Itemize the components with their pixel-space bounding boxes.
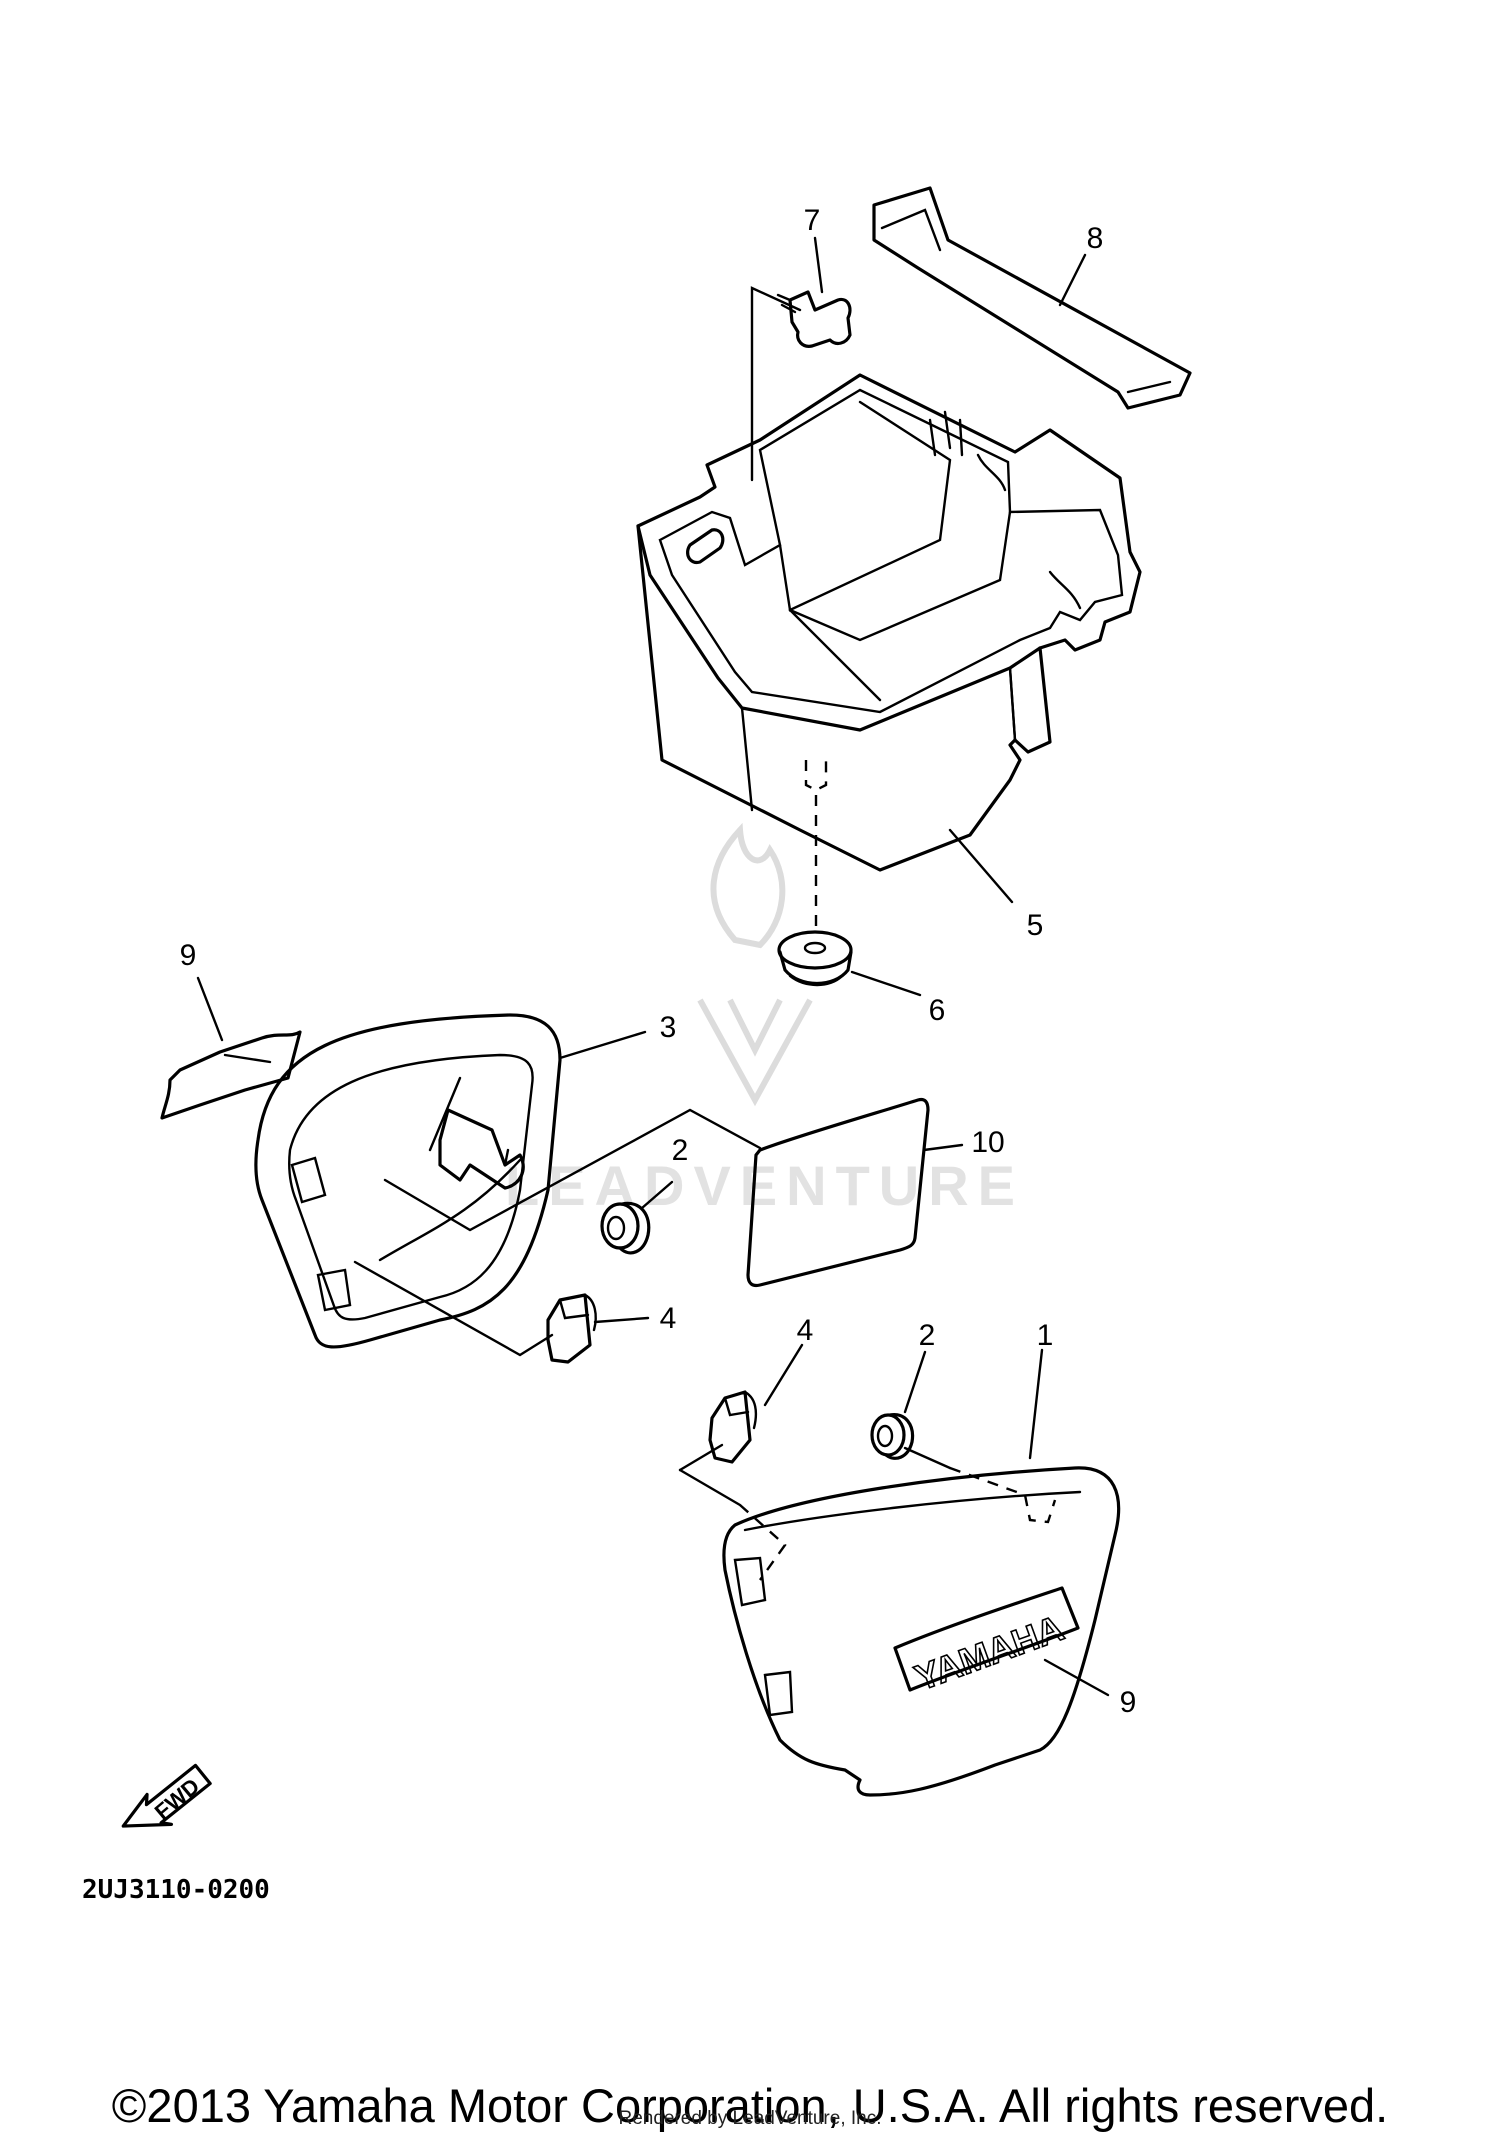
callout-2-upper: 2 bbox=[672, 1134, 689, 1167]
rendered-by-notice: Rendered by LeadVenture, Inc. bbox=[618, 2108, 882, 2129]
callout-4-upper: 4 bbox=[660, 1302, 677, 1335]
grommet-upper[interactable] bbox=[600, 1201, 651, 1255]
clip-lower-leader-line bbox=[678, 1443, 724, 1472]
battery-box[interactable] bbox=[636, 373, 1142, 872]
grommet-lower-leader-line bbox=[903, 1446, 952, 1470]
battery-band[interactable] bbox=[872, 186, 1192, 410]
callout-2-lower: 2 bbox=[919, 1319, 936, 1352]
clip-lower-dashed-line bbox=[739, 1504, 787, 1581]
callout-5: 5 bbox=[1027, 909, 1044, 942]
emblem-sticker-left[interactable] bbox=[160, 1030, 302, 1120]
grommet-lower-dashed-line bbox=[949, 1466, 1057, 1524]
diagram-code: 2UJ3110-0200 bbox=[82, 1875, 270, 1905]
callout-1: 1 bbox=[1037, 1319, 1054, 1352]
fwd-arrow: FWD bbox=[121, 1763, 212, 1828]
side-cover-left[interactable] bbox=[254, 1013, 562, 1349]
leader-10 bbox=[922, 1143, 964, 1152]
side-cover-right[interactable]: YAMAHA bbox=[722, 1466, 1121, 1797]
bolt[interactable] bbox=[776, 290, 852, 348]
damper-grommet[interactable] bbox=[777, 930, 853, 987]
leader-4b bbox=[763, 1343, 804, 1407]
cover-grommet-leader-line bbox=[383, 1108, 762, 1232]
leader-3 bbox=[558, 1030, 647, 1060]
callout-3: 3 bbox=[660, 1011, 677, 1044]
cover-clip-leader-line bbox=[353, 1260, 554, 1357]
watermark-logo bbox=[697, 822, 813, 1107]
leader-8 bbox=[1058, 253, 1087, 307]
leader-4a bbox=[593, 1316, 650, 1324]
leader-5 bbox=[948, 828, 1014, 904]
emblem-text: YAMAHA bbox=[909, 1607, 1068, 1698]
copyright-notice: ©2013 Yamaha Motor Corporation, U.S.A. A… bbox=[111, 2079, 1389, 2132]
bolt-leader-line bbox=[750, 286, 802, 482]
callout-10: 10 bbox=[971, 1126, 1004, 1159]
leader-2a bbox=[640, 1180, 674, 1210]
callout-6: 6 bbox=[929, 994, 946, 1027]
clip-lower[interactable] bbox=[708, 1390, 758, 1464]
callout-8: 8 bbox=[1087, 222, 1104, 255]
leader-9a bbox=[196, 976, 224, 1042]
watermark-text: LEADVENTURE bbox=[505, 1154, 1024, 1217]
leader-6 bbox=[850, 970, 922, 997]
clip-upper[interactable] bbox=[546, 1293, 597, 1364]
leader-7 bbox=[813, 236, 824, 294]
leader-9b bbox=[1043, 1658, 1110, 1697]
leader-1 bbox=[1028, 1348, 1044, 1460]
plate[interactable] bbox=[746, 1097, 930, 1288]
leader-2b bbox=[903, 1350, 927, 1414]
callout-9-right: 9 bbox=[1120, 1686, 1137, 1719]
callout-9-left: 9 bbox=[180, 939, 197, 972]
grommet-lower[interactable] bbox=[870, 1413, 915, 1460]
callout-4-lower: 4 bbox=[797, 1314, 814, 1347]
clip-lower-leader-line-2 bbox=[678, 1468, 742, 1507]
callout-7: 7 bbox=[804, 204, 821, 237]
